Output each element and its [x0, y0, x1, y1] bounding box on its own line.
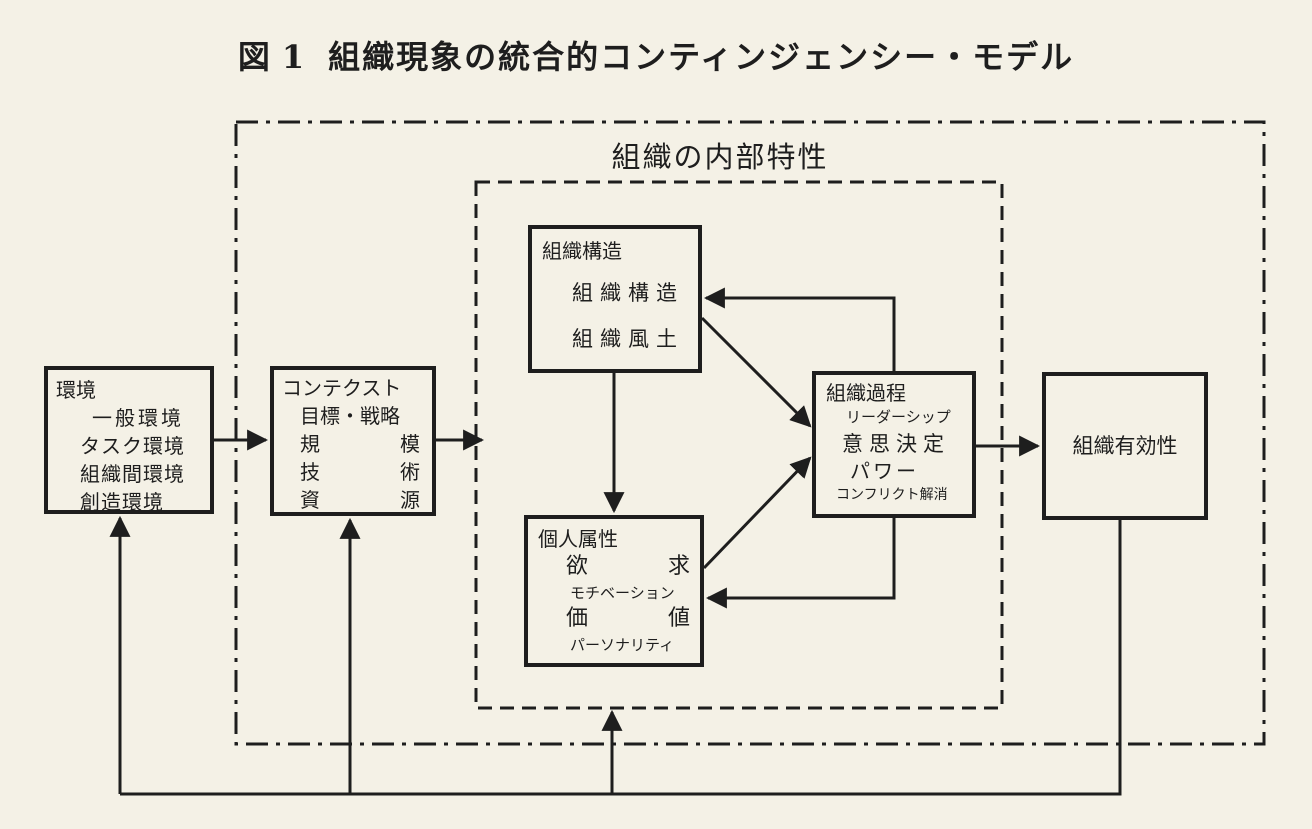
effectiveness-label: 組織有効性 [1072, 434, 1178, 458]
context-technology: 技 術 [282, 458, 424, 486]
environment-item: 創造環境 [80, 490, 164, 514]
context-scale-char-1: 規 [300, 432, 320, 456]
individual-needs-char-2: 求 [667, 554, 690, 579]
arrow-process-to-structure [703, 287, 896, 371]
process-heading: 組織過程 [826, 381, 906, 405]
context-box: コンテクスト 目標・戦略 規 模 技 術 資 源 [270, 366, 436, 516]
structure-item: 組織風土 [572, 327, 684, 351]
arrow-structure-to-process [700, 316, 812, 428]
context-goal-strategy: 目標・戦略 [300, 404, 400, 428]
figure-number: 1 [281, 38, 307, 76]
organization-effectiveness-box: 組織有効性 [1042, 372, 1208, 520]
organization-process-box: 組織過程 リーダーシップ 意思決定 パワー コンフリクト解消 [812, 371, 976, 518]
individual-needs: 欲 求 [538, 553, 690, 581]
context-scale: 規 模 [282, 430, 424, 458]
figure-title-text: 組織現象の統合的コンティンジェンシー・モデル [328, 38, 1075, 76]
environment-item: タスク環境 [80, 434, 185, 458]
individual-needs-char-1: 欲 [566, 554, 589, 579]
context-scale-char-2: 模 [400, 432, 420, 456]
arrow-process-to-individual [705, 518, 896, 609]
individual-values: 価 値 [538, 605, 690, 633]
environment-box: 環境 一般環境 タスク環境 組織間環境 創造環境 [44, 366, 214, 514]
process-decision-making: 意思決定 [842, 432, 950, 456]
individual-motivation: モチベーション [570, 584, 675, 602]
structure-item: 組織構造 [572, 281, 684, 305]
arrow-individual-to-process [702, 456, 812, 570]
individual-attributes-box: 個人属性 欲 求 モチベーション 価 値 パーソナリティ [524, 515, 704, 667]
environment-heading: 環境 [56, 378, 96, 402]
individual-values-char-2: 値 [667, 606, 690, 631]
context-heading: コンテクスト [282, 376, 402, 400]
internal-characteristics-boundary [234, 120, 1266, 746]
individual-heading: 個人属性 [538, 527, 618, 551]
individual-personality: パーソナリティ [570, 636, 675, 654]
process-power: パワー [850, 459, 919, 483]
context-resources: 資 源 [282, 486, 424, 514]
context-resources-char-1: 資 [300, 488, 320, 512]
context-resources-char-2: 源 [400, 488, 420, 512]
context-technology-char-2: 術 [400, 460, 420, 484]
figure-label: 図 [237, 38, 272, 76]
environment-item: 組織間環境 [80, 462, 185, 486]
process-leadership: リーダーシップ [846, 408, 951, 426]
structure-heading: 組織構造 [542, 239, 622, 263]
feedback-loop-line [120, 520, 1122, 796]
process-conflict-resolution: コンフリクト解消 [836, 487, 948, 503]
organization-structure-box: 組織構造 組織構造 組織風土 [528, 225, 702, 373]
environment-item: 一般環境 [92, 406, 184, 430]
internal-characteristics-label: 組織の内部特性 [611, 140, 829, 174]
individual-values-char-1: 価 [566, 606, 589, 631]
context-technology-char-1: 技 [300, 460, 320, 484]
